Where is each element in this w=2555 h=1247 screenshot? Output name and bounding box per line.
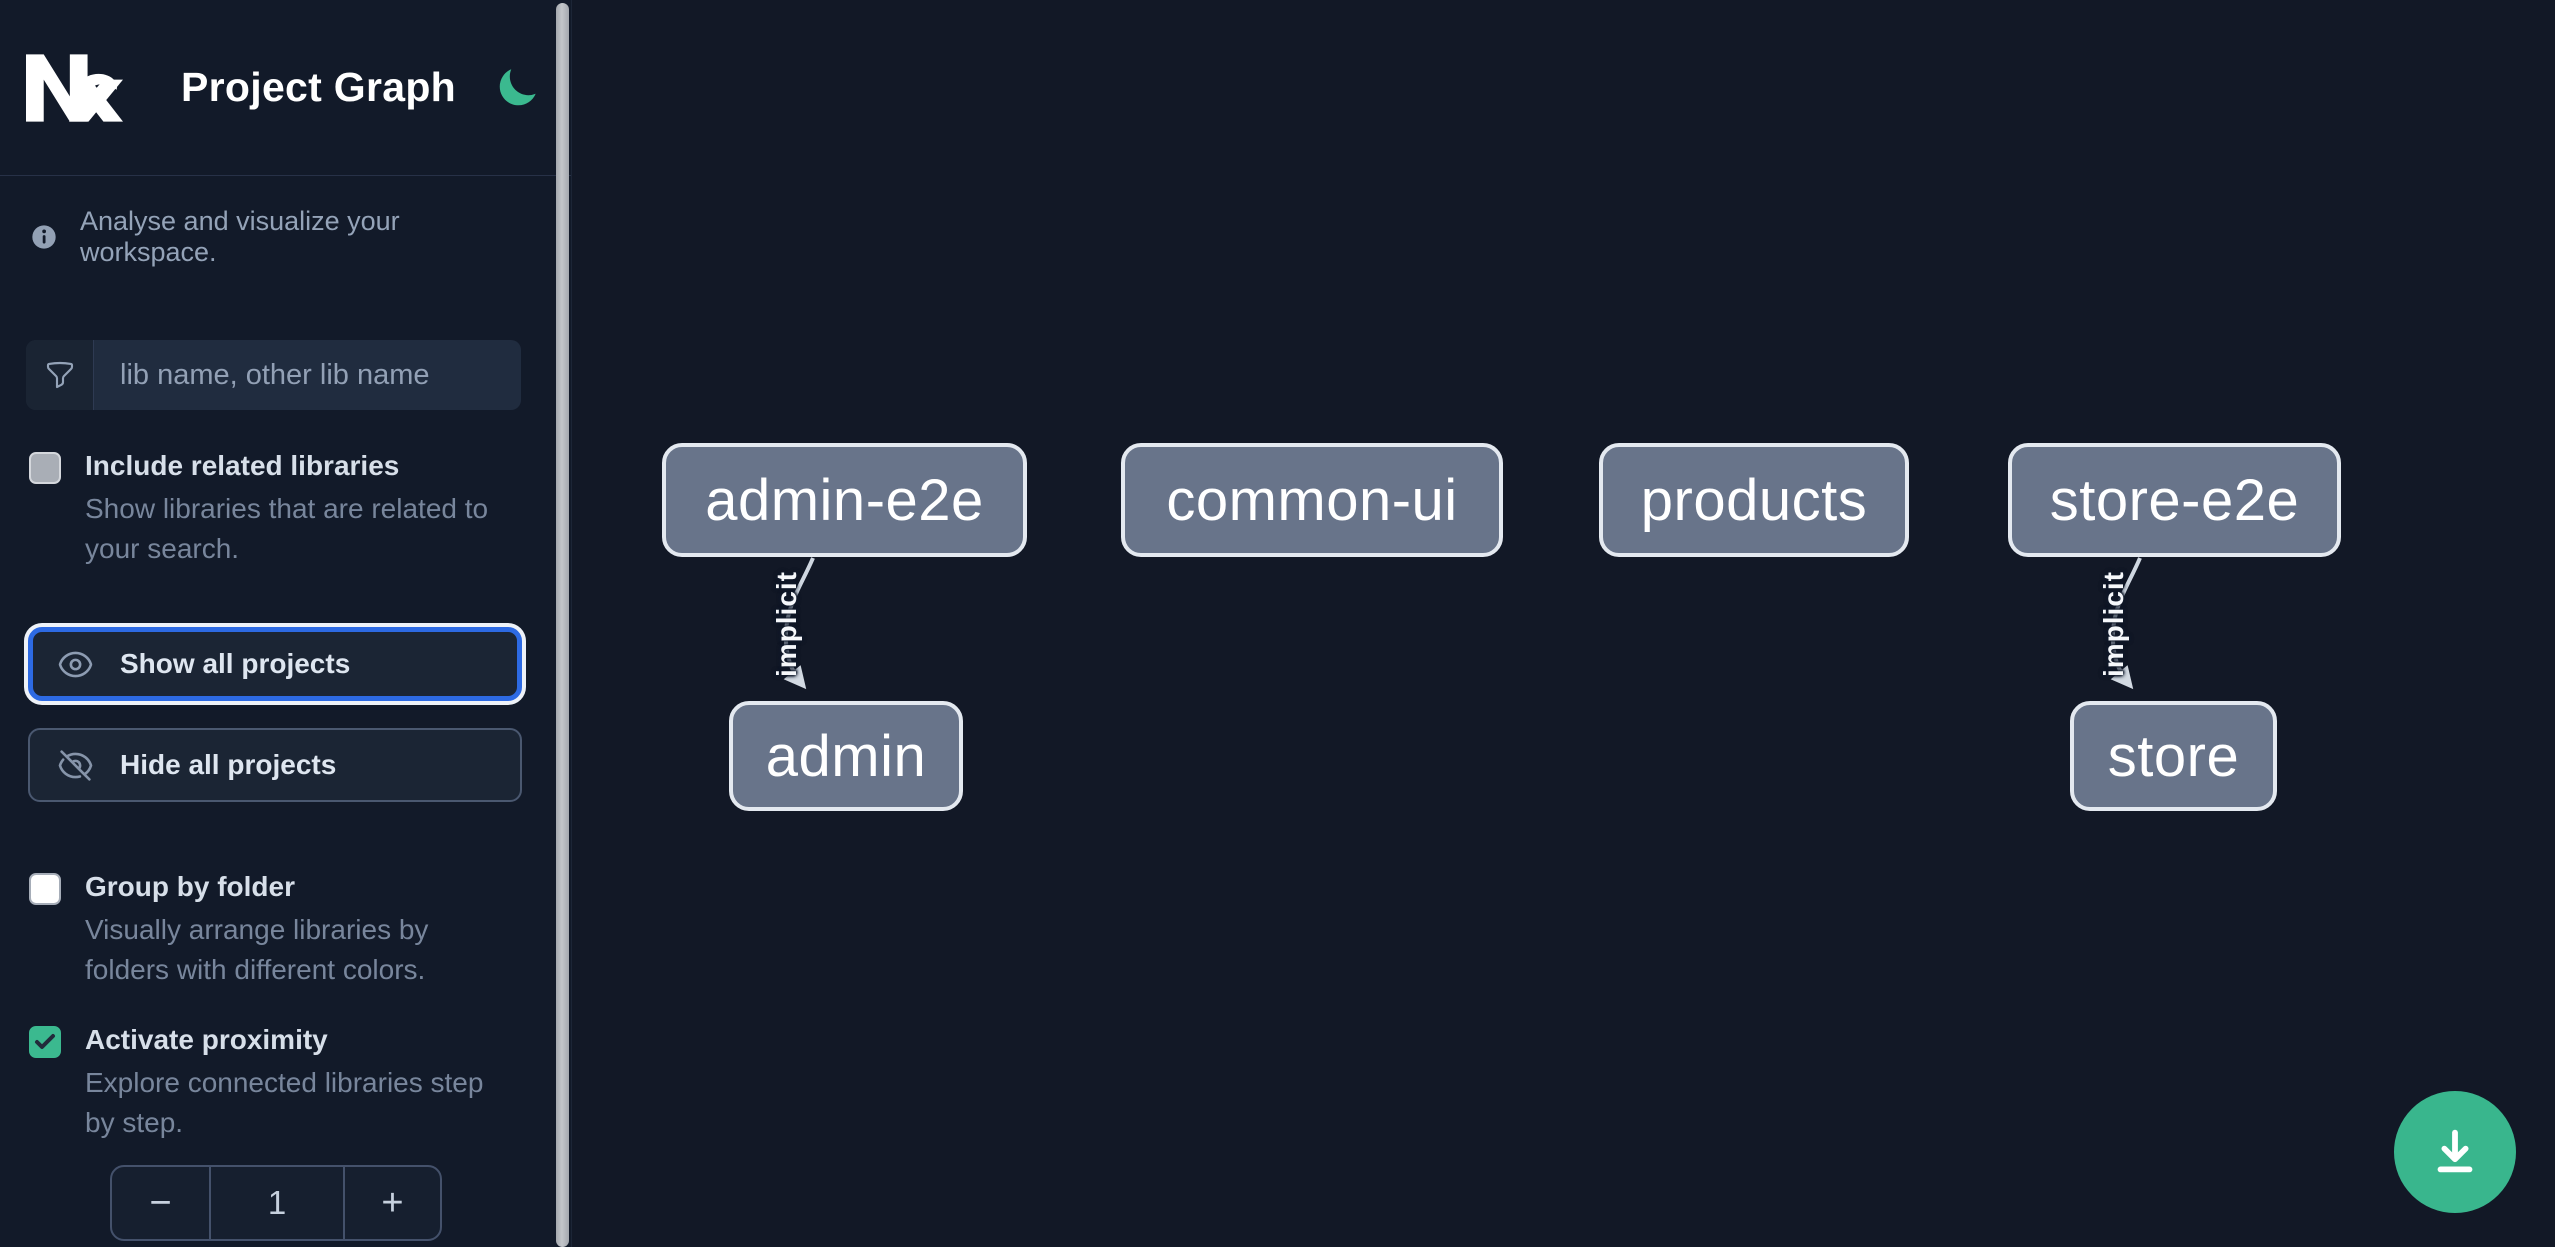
graph-node-common-ui[interactable]: common-ui	[1121, 443, 1503, 557]
filter-funnel-icon	[26, 340, 94, 410]
eye-slash-icon	[58, 749, 93, 781]
toggle-include-related-libraries: Include related libraries Show libraries…	[29, 448, 521, 569]
toggle-activate-proximity: Activate proximity Explore connected lib…	[29, 1022, 521, 1143]
download-icon	[2437, 1129, 2473, 1173]
theme-toggle-button[interactable]	[494, 65, 540, 111]
include-related-label[interactable]: Include related libraries	[85, 450, 400, 481]
filter-input[interactable]	[94, 340, 521, 410]
decrement-button[interactable]: −	[112, 1167, 209, 1239]
activate-proximity-label[interactable]: Activate proximity	[85, 1024, 328, 1055]
page-title: Project Graph	[181, 64, 457, 110]
include-related-checkbox[interactable]	[29, 452, 61, 484]
sidebar: Project Graph Analyse and visualize your…	[0, 0, 572, 1247]
edge-store-e2e-store	[2110, 557, 2142, 690]
tagline-text: Analyse and visualize your workspace.	[80, 206, 400, 267]
graph-node-products[interactable]: products	[1599, 443, 1909, 557]
hide-all-projects-button[interactable]: Hide all projects	[28, 728, 522, 802]
show-all-projects-button[interactable]: Show all projects	[28, 627, 522, 701]
graph-node-store[interactable]: store	[2070, 701, 2277, 811]
activate-proximity-description: Explore connected libraries step by step…	[85, 1067, 484, 1138]
graph-node-admin-e2e[interactable]: admin-e2e	[662, 443, 1027, 557]
edges-layer	[783, 557, 2142, 690]
download-graph-button[interactable]	[2394, 1091, 2516, 1213]
checkmark-icon	[35, 1034, 55, 1049]
activate-proximity-checkbox[interactable]	[29, 1026, 61, 1058]
stepper-value: 1	[209, 1167, 345, 1239]
edge-label-implicit: implicit	[2098, 570, 2129, 678]
hide-all-projects-label: Hide all projects	[120, 749, 337, 780]
group-by-folder-description: Visually arrange libraries by folders wi…	[85, 914, 429, 985]
info-icon	[32, 225, 56, 249]
edge-admin-e2e-admin	[783, 557, 815, 690]
project-filter	[26, 340, 521, 410]
sidebar-header: Project Graph	[0, 0, 571, 176]
graph-canvas[interactable]: admin-e2e common-ui products store-e2e admin…	[573, 0, 2555, 1247]
group-by-folder-label[interactable]: Group by folder	[85, 871, 295, 902]
workspace-tagline: Analyse and visualize your workspace.	[30, 206, 521, 268]
nx-logo	[26, 53, 123, 122]
group-by-folder-checkbox[interactable]	[29, 873, 61, 905]
increment-button[interactable]: +	[345, 1167, 440, 1239]
edge-label-implicit: implicit	[771, 570, 802, 678]
graph-node-store-e2e[interactable]: store-e2e	[2008, 443, 2341, 557]
eye-icon	[58, 651, 93, 677]
moon-icon	[499, 68, 536, 105]
include-related-description: Show libraries that are related to your …	[85, 493, 489, 564]
graph-node-admin[interactable]: admin	[729, 701, 963, 811]
sidebar-scrollbar[interactable]	[556, 3, 569, 1247]
proximity-depth-stepper: − 1 +	[110, 1165, 442, 1241]
toggle-group-by-folder: Group by folder Visually arrange librari…	[29, 869, 521, 990]
show-all-projects-label: Show all projects	[120, 648, 351, 679]
